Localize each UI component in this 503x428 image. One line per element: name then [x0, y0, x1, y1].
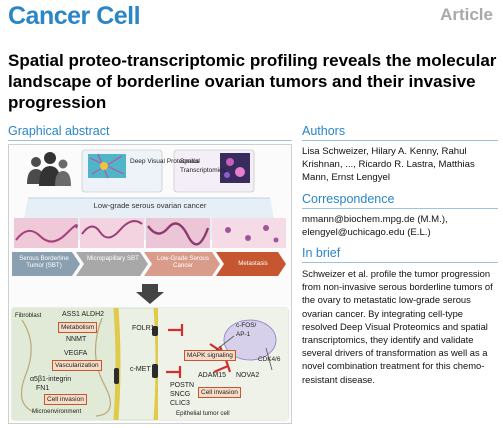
- authors-rule: [302, 140, 498, 141]
- vegfa-label: VEGFA: [64, 350, 88, 357]
- correspondence-email-1[interactable]: mmann@biochem.mpg.de (M.M.),: [302, 214, 448, 225]
- nnmt-label: NNMT: [66, 336, 87, 343]
- cdk46-label: CDK4/6: [258, 356, 281, 363]
- receptors: [114, 326, 158, 384]
- st-label: Spatial Transcriptomics: [180, 158, 226, 174]
- article-type: Article: [440, 5, 493, 24]
- nova2-label: NOVA2: [236, 372, 260, 379]
- microenvironment-label: Microenvironment: [32, 408, 82, 415]
- epithelial-label: Epithelial tumor cell: [176, 410, 230, 417]
- paper-title: Spatial proteo-transcriptomic profiling …: [8, 51, 497, 112]
- correspondence-rule: [302, 208, 498, 209]
- stage-sbt: Serous Borderline Tumor (SBT): [19, 255, 69, 270]
- st-image-icon: [220, 153, 250, 183]
- correspondence-email-2[interactable]: elengyel@uchicago.edu (E.L.): [302, 227, 431, 239]
- cell-membrane-right: [153, 307, 161, 421]
- sncg-label: SNCG: [170, 391, 191, 398]
- authors-heading: Authors: [302, 124, 346, 138]
- postn-label: POSTN: [170, 382, 195, 389]
- folr1-label: FOLR1: [132, 325, 155, 332]
- journal-title: Cancer Cell: [8, 2, 141, 30]
- correspondence-section: Correspondence mmann@biochem.mpg.de (M.M…: [302, 192, 498, 239]
- fibroblast-label: Fibroblast: [15, 313, 42, 319]
- down-arrow-icon: [136, 284, 164, 304]
- clic3-label: CLIC3: [170, 400, 190, 407]
- cell-invasion-right-box: Cell invasion: [198, 387, 241, 398]
- disease-label: Low-grade serous ovarian cancer: [93, 201, 207, 210]
- in-brief-text: Schweizer et al. profile the tumor progr…: [302, 268, 493, 385]
- authors-text: Lisa Schweizer, Hilary A. Kenny, Rahul K…: [302, 146, 475, 184]
- histology-strip: [14, 218, 286, 248]
- cell-invasion-left-box: Cell invasion: [44, 394, 87, 405]
- adam15-label: ADAM15: [198, 372, 227, 379]
- stage-micropapillary: Micropapillary SBT: [87, 255, 139, 262]
- nucleus: [223, 319, 277, 361]
- mapk-box: MAPK signaling: [184, 350, 236, 361]
- integrin-label: α5β1-integrin: [30, 376, 72, 383]
- stage-metastasis: Metastasis: [238, 260, 268, 267]
- graphical-abstract-heading: Graphical abstract: [8, 124, 110, 138]
- cell-membrane-left: [113, 307, 121, 421]
- dvp-image-icon: [88, 153, 126, 179]
- graphical-abstract-figure: Deep Visual Proteomics Spatial Transcrip…: [8, 144, 292, 424]
- fn1-label: FN1: [36, 385, 50, 392]
- vascularization-box: Vascularization: [52, 360, 102, 371]
- stage-lgsc: Low-Grade Serous Cancer: [157, 255, 209, 270]
- in-brief-section: In brief Schweizer et al. profile the tu…: [302, 246, 498, 386]
- cmet-label: c-MET: [130, 366, 151, 373]
- cfos-label: c-FOS/ AP-1: [236, 322, 257, 338]
- correspondence-heading: Correspondence: [302, 192, 395, 206]
- patient-cohort-icon: [27, 152, 71, 186]
- figure-artwork: [8, 144, 292, 424]
- stage-chevrons: [12, 252, 286, 276]
- graphical-abstract-rule: [8, 140, 292, 141]
- in-brief-heading: In brief: [302, 246, 341, 260]
- in-brief-rule: [302, 262, 498, 263]
- metabolism-box: Metabolism: [58, 322, 98, 333]
- authors-section: Authors Lisa Schweizer, Hilary A. Kenny,…: [302, 124, 498, 185]
- fibro-genes-label: ASS1 ALDH2: [62, 311, 105, 318]
- dvp-label: Deep Visual Proteomics: [130, 158, 200, 165]
